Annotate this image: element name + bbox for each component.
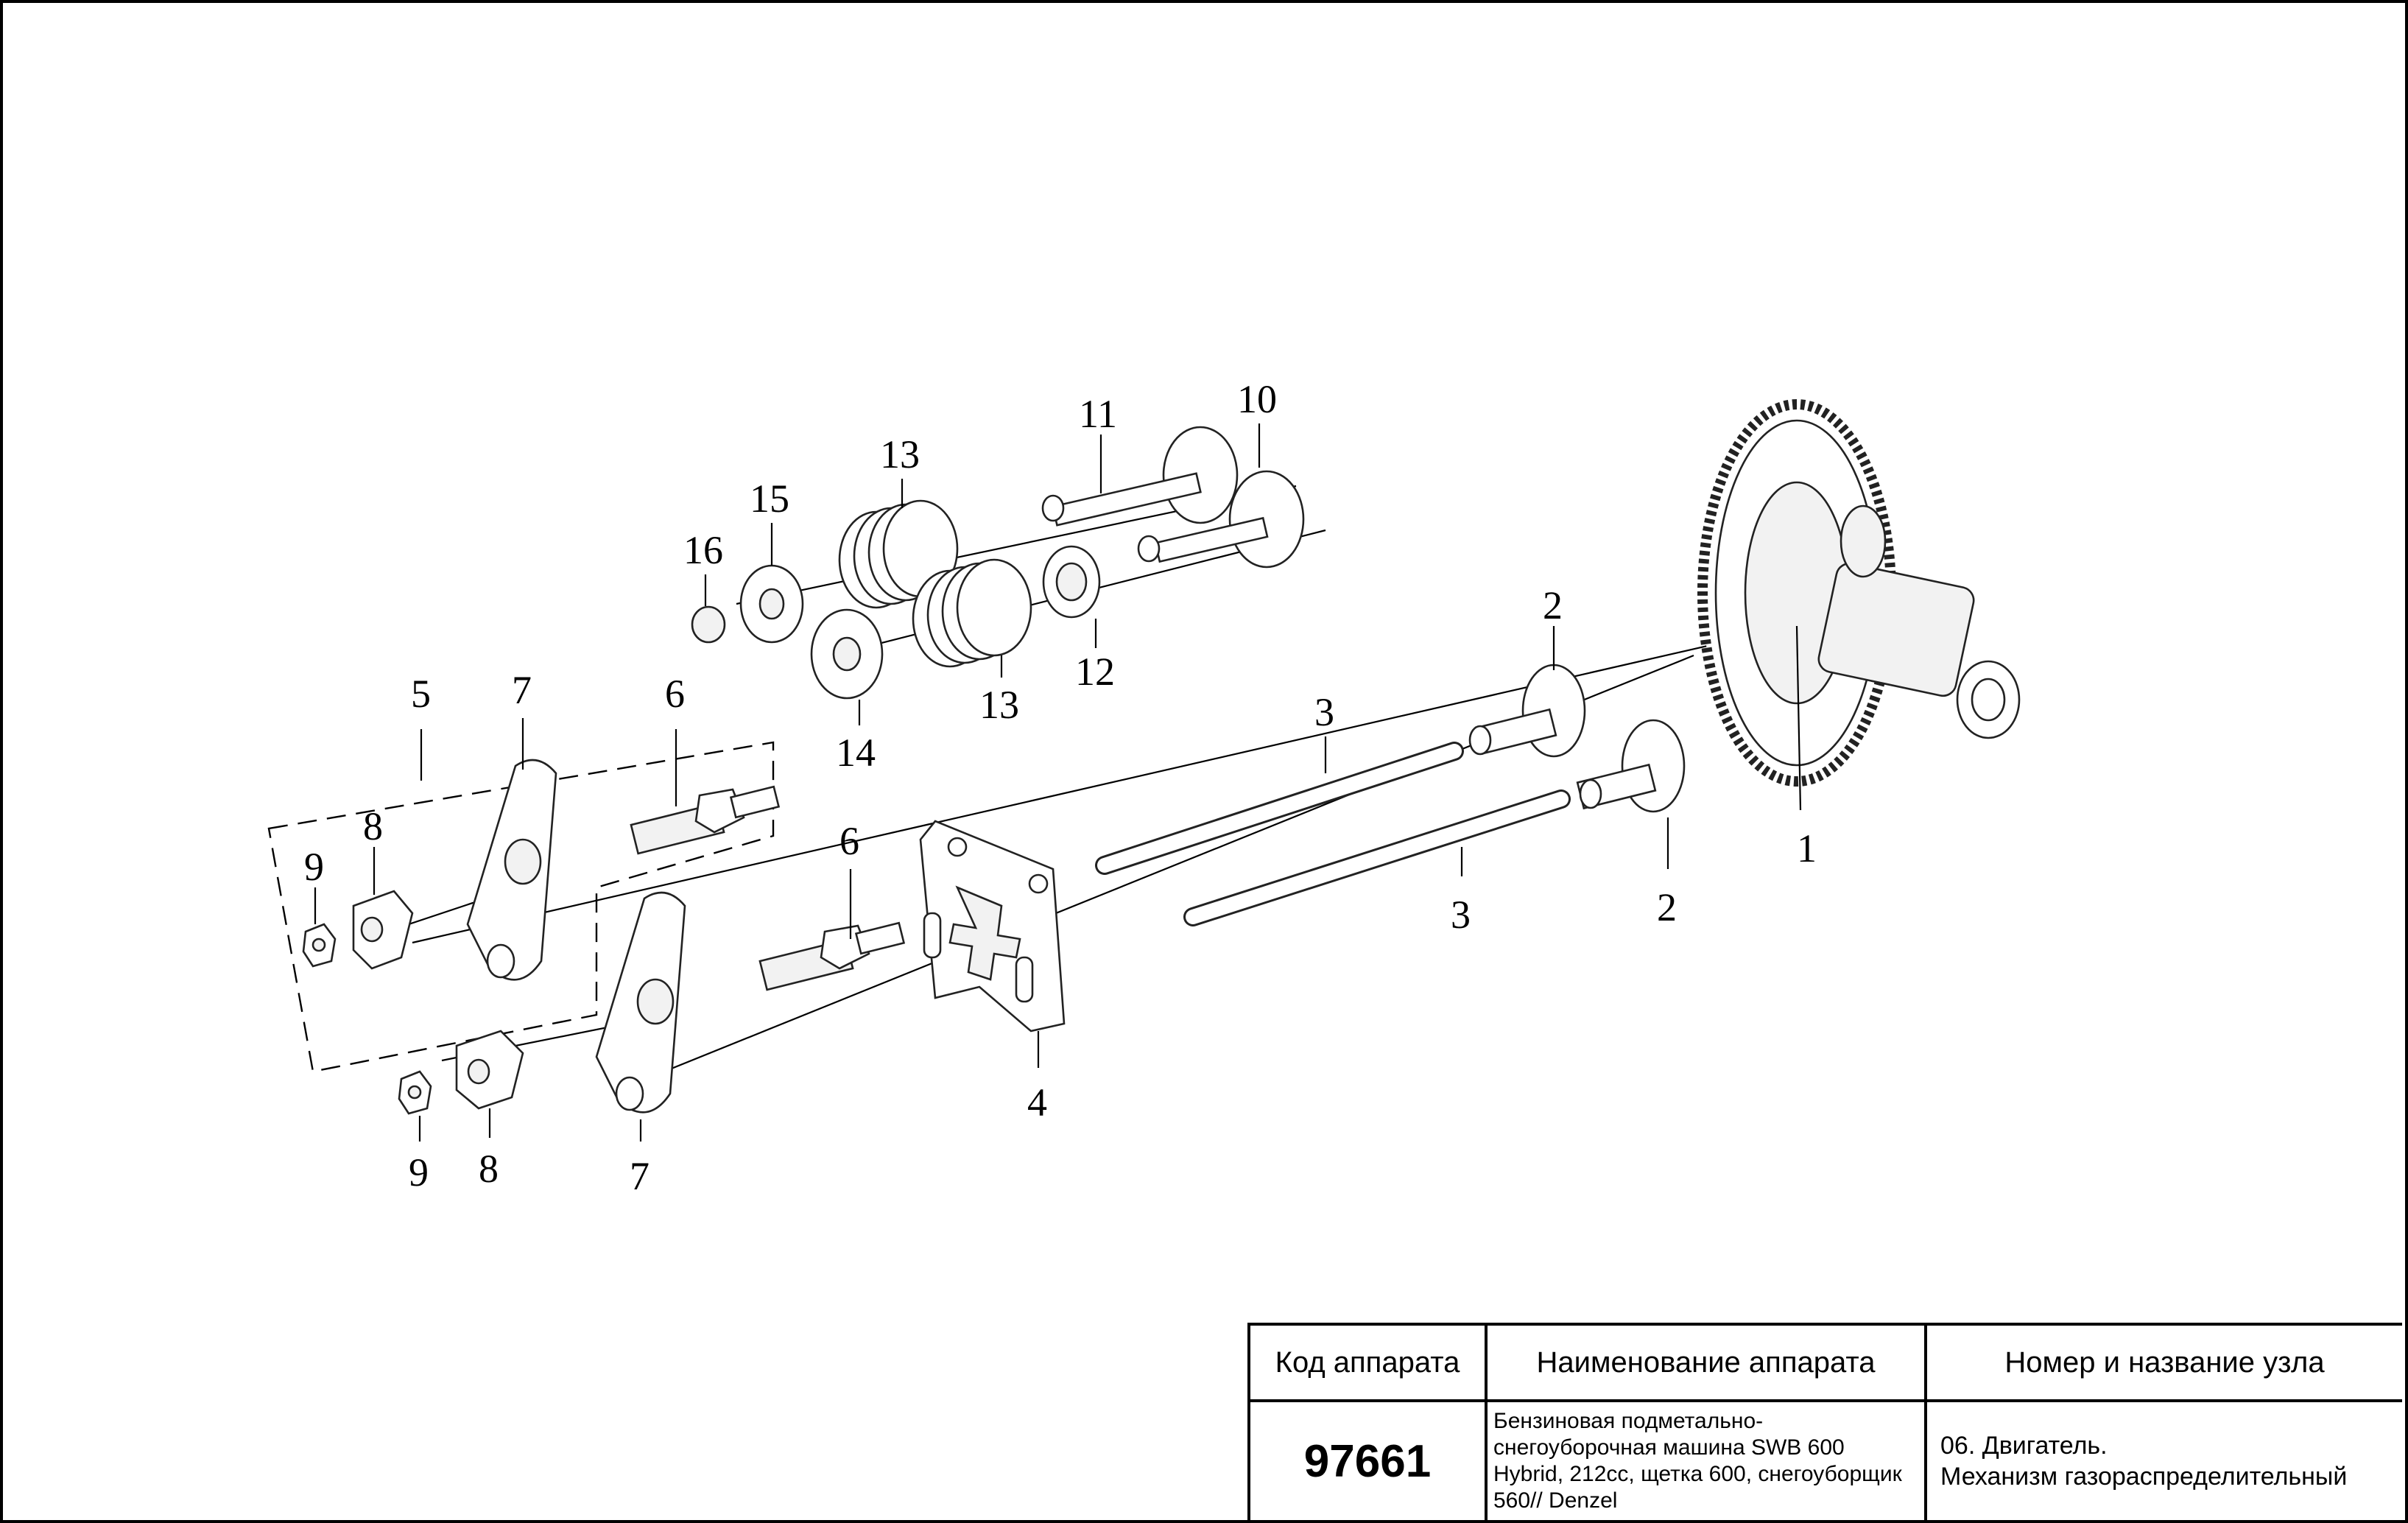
title-block: Код аппарата Наименование аппарата Номер…: [1247, 1323, 2402, 1520]
lock-nut-lower: [398, 1070, 432, 1115]
callout-13-lower: 13: [979, 683, 1019, 727]
lock-nut-upper: [302, 923, 337, 968]
callout-14: 14: [836, 731, 876, 775]
callout-11: 11: [1079, 392, 1117, 436]
camshaft-gear-part: [1697, 399, 2021, 787]
callout-3-lower: 3: [1451, 893, 1471, 937]
callout-5: 5: [411, 672, 431, 716]
callout-15: 15: [750, 476, 789, 521]
callout-2-upper: 2: [1543, 583, 1563, 627]
valve-cap-part: [691, 605, 726, 644]
rocker-arm-lower: [595, 891, 686, 1114]
device-code-value: 97661: [1250, 1402, 1488, 1520]
node-name-value: 06. Двигатель. Механизм газораспределите…: [1940, 1432, 2348, 1491]
header-device-code: Код аппарата: [1250, 1326, 1488, 1402]
callout-13-upper: 13: [880, 432, 920, 476]
spring-seat-upper: [739, 564, 804, 644]
callout-1: 1: [1797, 826, 1817, 870]
valve-part-upper: [1468, 664, 1586, 758]
rocker-stud-upper: [630, 785, 781, 855]
callout-7-upper: 7: [512, 668, 532, 712]
pivot-nut-upper: [352, 890, 414, 970]
rocker-assembly-group-outline: [267, 741, 775, 1073]
callout-8-lower: 8: [479, 1147, 499, 1191]
callout-3-upper: 3: [1314, 690, 1334, 734]
push-rod-lower: [1183, 789, 1571, 926]
guide-plate-part: [919, 820, 1066, 1033]
callout-8-upper: 8: [363, 804, 383, 848]
valve-retainer-part: [1042, 545, 1101, 619]
exhaust-valve-part: [1137, 470, 1305, 569]
callout-9-upper: 9: [304, 845, 324, 889]
valve-part-lower: [1576, 719, 1686, 813]
header-node-name: Номер и название узла: [1927, 1326, 2402, 1402]
callout-6-lower: 6: [839, 819, 859, 863]
callout-7-lower: 7: [630, 1154, 649, 1198]
callout-6-upper: 6: [665, 672, 685, 716]
callout-9-lower: 9: [409, 1150, 429, 1195]
push-rod-upper: [1095, 742, 1464, 875]
callout-2-lower: 2: [1657, 885, 1677, 929]
rocker-arm-upper: [466, 759, 557, 981]
device-name-value: Бензиновая подметально-снегоуборочная ма…: [1488, 1402, 1927, 1520]
callout-12: 12: [1075, 650, 1115, 694]
pivot-nut-lower: [455, 1030, 524, 1110]
spring-seat-lower: [810, 608, 884, 700]
callout-leaders: [314, 423, 1802, 1142]
rocker-stud-lower: [758, 921, 906, 991]
callout-4: 4: [1027, 1080, 1047, 1125]
valve-spring-upper: [838, 499, 959, 609]
callout-16: 16: [683, 528, 723, 572]
intake-valve-part: [1041, 426, 1239, 527]
header-device-name: Наименование аппарата: [1488, 1326, 1927, 1402]
valve-spring-lower: [912, 558, 1032, 668]
callout-10: 10: [1237, 377, 1277, 421]
